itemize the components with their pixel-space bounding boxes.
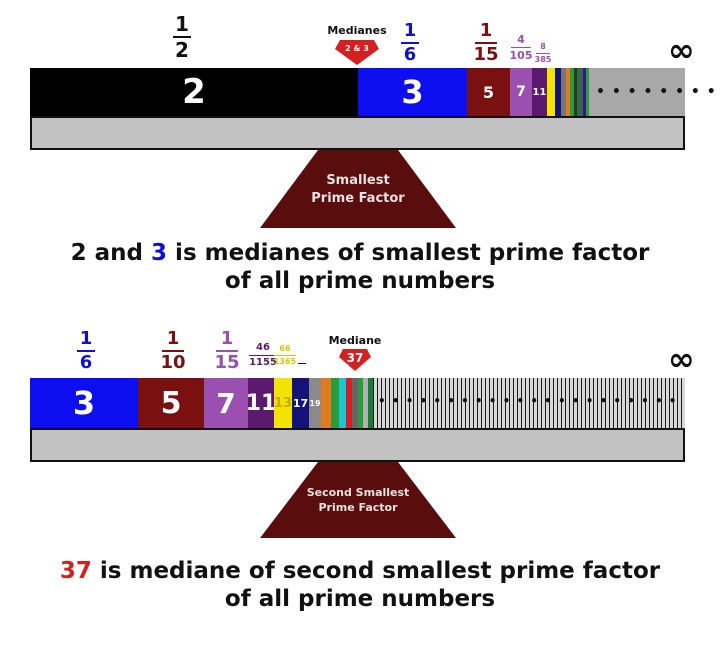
- fraction-one-fifteenth-b: 1 15: [214, 328, 240, 373]
- segment-twenty-nine-b: [331, 378, 339, 428]
- mediane-badge-shape: [339, 349, 371, 371]
- fulcrum-label-b: Second Smallest Prime Factor: [306, 486, 410, 514]
- segment-eleven-b: 11: [248, 378, 274, 428]
- fraction-one-fifteenth: 1 15: [473, 20, 499, 65]
- segment-twenty-three: [566, 68, 570, 116]
- segment-tail: [589, 68, 685, 116]
- segment-tail-b: [373, 378, 685, 428]
- fraction-one-sixth: 1 6: [396, 22, 424, 64]
- segment-three: 3: [358, 68, 467, 116]
- fraction-one-tenth: 1 10: [160, 328, 186, 373]
- segment-forty-one: [580, 68, 583, 116]
- fulcrum-b: [260, 462, 456, 538]
- fraction-eight-385: 8 385: [534, 42, 552, 64]
- mediane-badge: 37: [346, 351, 364, 365]
- fulcrum-trapezoid: [260, 150, 456, 228]
- segment-forty-seven-b: [363, 378, 368, 428]
- fraction-66-1365: 66 1365: [273, 344, 297, 366]
- segment-thirty-seven-b: [346, 378, 352, 428]
- mediane-badge-gem: [339, 349, 371, 371]
- segment-forty-three-b: [358, 378, 363, 428]
- segment-thirty-one-b: [339, 378, 346, 428]
- segment-forty-seven: [586, 68, 589, 116]
- caption-bottom: 37 is mediane of second smallest prime f…: [59, 558, 661, 612]
- infinity-symbol-b: ∞: [668, 340, 695, 378]
- fraction-46-1155: 46 1155: [249, 342, 277, 368]
- segment-thirteen: [547, 68, 555, 116]
- fulcrum-trapezoid-b: [260, 462, 456, 538]
- medianes-badge-gem: [335, 40, 379, 65]
- segment-seven: 7: [510, 68, 532, 116]
- segment-three-b: 3: [30, 378, 138, 428]
- segment-nineteen: [561, 68, 566, 116]
- fulcrum: [260, 150, 456, 228]
- continuation-dots-b: • • • • • • • • • • • • • • • • • • • • …: [378, 394, 678, 408]
- segment-forty-one-b: [352, 378, 358, 428]
- fraction-four-105: 4 105: [509, 33, 533, 62]
- segment-five-b: 5: [138, 378, 204, 428]
- mediane-label: Mediane: [328, 334, 382, 347]
- fulcrum-label: Smallest Prime Factor: [311, 173, 405, 206]
- segment-two: 2: [30, 68, 358, 116]
- segment-nineteen-b: 19: [309, 378, 321, 428]
- balance-beam-b: [30, 428, 685, 462]
- segment-seventeen-b: 17: [292, 378, 309, 428]
- segment-seven-b: 7: [204, 378, 248, 428]
- continuation-dots: • • • • • • • • •: [596, 84, 720, 100]
- segment-five: 5: [467, 68, 510, 116]
- segment-thirty-seven: [577, 68, 580, 116]
- medianes-badge-shape: [335, 40, 379, 65]
- medianes-badge: 2 & 3: [345, 44, 369, 53]
- medianes-label: Medianes: [327, 24, 387, 37]
- segment-twenty-three-b: [321, 378, 331, 428]
- fraction-one-half: 1 2: [168, 14, 196, 60]
- balance-beam: [30, 116, 685, 150]
- tiny-fraction-glyph: [298, 358, 306, 370]
- segment-twenty-nine: [570, 68, 574, 116]
- caption-top: 2 and 3 is medianes of smallest prime fa…: [70, 240, 650, 294]
- segment-thirty-one: [574, 68, 577, 116]
- segment-thirteen-b: 13: [274, 378, 292, 428]
- segment-eleven: 11: [532, 68, 547, 116]
- segment-forty-three: [583, 68, 586, 116]
- segment-seventeen: [555, 68, 561, 116]
- segment-fifty-three-b: [368, 378, 373, 428]
- fraction-one-sixth-b: 1 6: [72, 330, 100, 372]
- infinity-symbol: ∞: [668, 31, 695, 69]
